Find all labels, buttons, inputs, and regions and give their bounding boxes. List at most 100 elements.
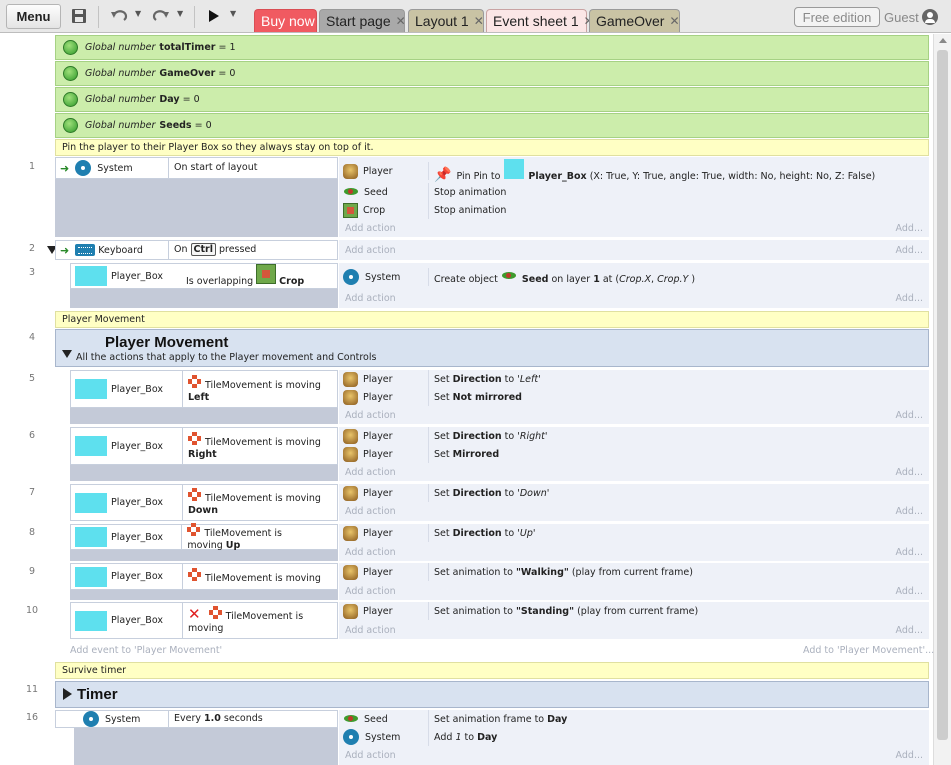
crop-icon — [256, 264, 277, 284]
event-number: 5 — [28, 373, 36, 384]
scrollbar-thumb[interactable] — [937, 50, 948, 740]
player-icon — [343, 564, 358, 580]
action[interactable]: Player Set Mirrored — [339, 445, 929, 463]
close-icon[interactable]: ✕ — [669, 14, 680, 28]
seed-icon — [343, 186, 359, 198]
action[interactable]: Crop Stop animation — [339, 201, 929, 219]
redo-icon[interactable] — [150, 6, 172, 26]
action[interactable]: System Add 1 to Day — [339, 728, 929, 746]
group-header[interactable]: Player Movement All the actions that app… — [55, 329, 929, 367]
player-icon — [343, 389, 358, 405]
action[interactable]: Seed Set animation frame to Day — [339, 710, 929, 728]
comment[interactable]: Player Movement — [55, 311, 929, 328]
add-menu-link[interactable]: Add... — [895, 585, 923, 597]
condition[interactable]: Player_Box TileMovement is moving Up — [70, 522, 338, 551]
collapse-icon[interactable] — [62, 350, 72, 358]
undo-icon[interactable] — [108, 6, 130, 26]
player-box-icon — [75, 610, 107, 631]
vertical-scrollbar[interactable] — [933, 34, 951, 765]
tab-gameover[interactable]: GameOver✕ — [589, 9, 680, 32]
tile-movement-icon — [208, 606, 222, 619]
system-icon — [75, 160, 92, 176]
close-icon[interactable]: ✕ — [584, 14, 594, 28]
add-menu-link[interactable]: Add... — [895, 409, 923, 421]
guest-label[interactable]: Guest — [884, 10, 919, 25]
scroll-up-icon[interactable] — [939, 38, 947, 43]
play-dropdown-icon[interactable]: ▼ — [230, 9, 237, 18]
condition[interactable]: Player_Box TileMovement is moving — [70, 563, 338, 590]
group-description: All the actions that apply to the Player… — [76, 352, 377, 363]
seed-icon — [343, 713, 359, 725]
action[interactable]: Player Set animation to "Walking" (play … — [339, 563, 929, 581]
player-box-icon — [504, 159, 525, 179]
undo-dropdown-icon[interactable]: ▼ — [135, 9, 142, 18]
add-menu-link[interactable]: Add... — [895, 222, 923, 234]
close-icon[interactable]: ✕ — [473, 14, 484, 28]
tab-layout-1[interactable]: Layout 1✕ — [408, 9, 484, 32]
add-menu-link[interactable]: Add... — [895, 244, 923, 256]
add-to-group-link[interactable]: Add to 'Player Movement'... — [803, 645, 935, 656]
expand-icon[interactable] — [63, 688, 72, 700]
add-menu-link[interactable]: Add... — [895, 466, 923, 478]
actions-list: Seed Set animation frame to Day System A… — [339, 710, 929, 765]
add-menu-link[interactable]: Add... — [895, 546, 923, 558]
group-header[interactable]: Timer — [55, 681, 929, 708]
tab-buy-now[interactable]: Buy now — [254, 9, 317, 32]
globe-icon — [63, 118, 78, 133]
play-icon[interactable] — [206, 6, 222, 26]
add-menu-link[interactable]: Add... — [895, 292, 923, 304]
add-menu-link[interactable]: Add... — [895, 505, 923, 517]
comment[interactable]: Pin the player to their Player Box so th… — [55, 139, 929, 156]
free-edition-badge[interactable]: Free edition — [794, 7, 880, 27]
action[interactable]: Seed Stop animation — [339, 183, 929, 201]
add-menu-link[interactable]: Add... — [895, 624, 923, 636]
action[interactable]: Player Set Direction to 'Up' — [339, 524, 929, 542]
redo-dropdown-icon[interactable]: ▼ — [177, 9, 184, 18]
collapse-icon[interactable] — [47, 246, 57, 254]
action[interactable]: Player Set Direction to 'Left' — [339, 370, 929, 388]
condition[interactable]: ➜System On start of layout — [55, 157, 338, 179]
condition[interactable]: System Every 1.0 seconds — [55, 710, 338, 728]
trigger-arrow-icon: ➜ — [60, 161, 70, 175]
action[interactable]: System Create object Seed on layer 1 at … — [339, 268, 929, 286]
tab-start-page[interactable]: Start page✕ — [319, 9, 406, 32]
tab-event-sheet-1[interactable]: Event sheet 1✕ — [486, 9, 594, 32]
action[interactable]: Player Set Direction to 'Down' — [339, 484, 929, 502]
user-icon[interactable] — [922, 9, 938, 25]
menu-button[interactable]: Menu — [6, 4, 61, 29]
comment[interactable]: Survive timer — [55, 662, 929, 679]
player-icon — [343, 603, 358, 619]
close-icon[interactable]: ✕ — [395, 14, 406, 28]
action[interactable]: Player Set animation to "Standing" (play… — [339, 602, 929, 620]
add-event-to-group-link[interactable]: Add event to 'Player Movement' — [70, 645, 223, 656]
event-number: 7 — [28, 487, 36, 498]
add-menu-link[interactable]: Add... — [895, 749, 923, 761]
save-icon[interactable] — [70, 6, 88, 26]
action[interactable]: Player Set Not mirrored — [339, 388, 929, 406]
tile-movement-icon — [188, 374, 201, 388]
action[interactable]: Player Set Direction to 'Right' — [339, 427, 929, 445]
